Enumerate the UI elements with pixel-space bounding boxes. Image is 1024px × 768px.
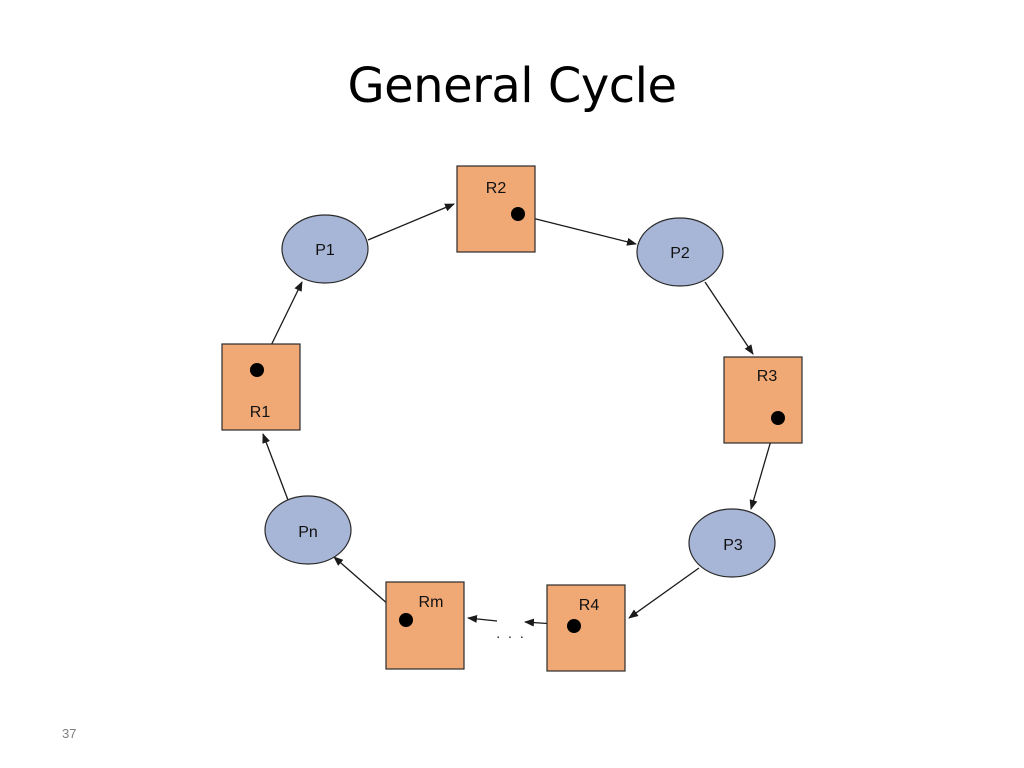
resource-instance-dot bbox=[567, 619, 581, 633]
resource-box bbox=[221, 343, 301, 431]
resource-r1: R1 bbox=[221, 343, 301, 431]
process-label: Pn bbox=[298, 524, 318, 541]
resource-label: Rm bbox=[419, 594, 444, 611]
process-label: P1 bbox=[315, 242, 335, 259]
slide-title: General Cycle bbox=[347, 58, 677, 114]
resource-box bbox=[723, 356, 803, 444]
resource-label: R4 bbox=[579, 597, 600, 614]
process-ellipse bbox=[264, 495, 352, 565]
process-ellipse bbox=[688, 508, 776, 578]
process-pn: Pn bbox=[264, 495, 352, 565]
edge-ellipsis-to-rm bbox=[467, 614, 498, 623]
resource-r2: R2 bbox=[456, 165, 536, 253]
process-p2: P2 bbox=[636, 217, 724, 287]
process-p3: P3 bbox=[688, 508, 776, 578]
edge-p2-to-r3 bbox=[704, 281, 754, 355]
resource-box bbox=[456, 165, 536, 253]
resource-r4: R4 bbox=[546, 584, 626, 672]
process-label: P2 bbox=[670, 245, 690, 262]
slide-number: 37 bbox=[62, 726, 77, 741]
resource-instance-dot bbox=[511, 207, 525, 221]
edge-pn-to-r1 bbox=[262, 433, 289, 501]
resource-label: R2 bbox=[486, 180, 507, 197]
resource-instance-dot bbox=[399, 613, 413, 627]
edge-p3-to-r4 bbox=[628, 567, 700, 619]
resource-instance-dot bbox=[771, 411, 785, 425]
process-ellipse bbox=[281, 214, 369, 284]
resource-instance-dot bbox=[250, 363, 264, 377]
ellipsis-label: . . . bbox=[496, 625, 525, 641]
process-ellipse bbox=[636, 217, 724, 287]
edge-p1-to-r2 bbox=[367, 203, 455, 241]
process-p1: P1 bbox=[281, 214, 369, 284]
resource-label: R3 bbox=[757, 368, 778, 385]
edge-r2-to-p2 bbox=[519, 214, 637, 246]
resource-label: R1 bbox=[250, 404, 271, 421]
resource-r3: R3 bbox=[723, 356, 803, 444]
process-label: P3 bbox=[723, 537, 743, 554]
resource-box bbox=[546, 584, 626, 672]
resource-rm: Rm bbox=[385, 581, 465, 670]
resource-box bbox=[385, 581, 465, 670]
